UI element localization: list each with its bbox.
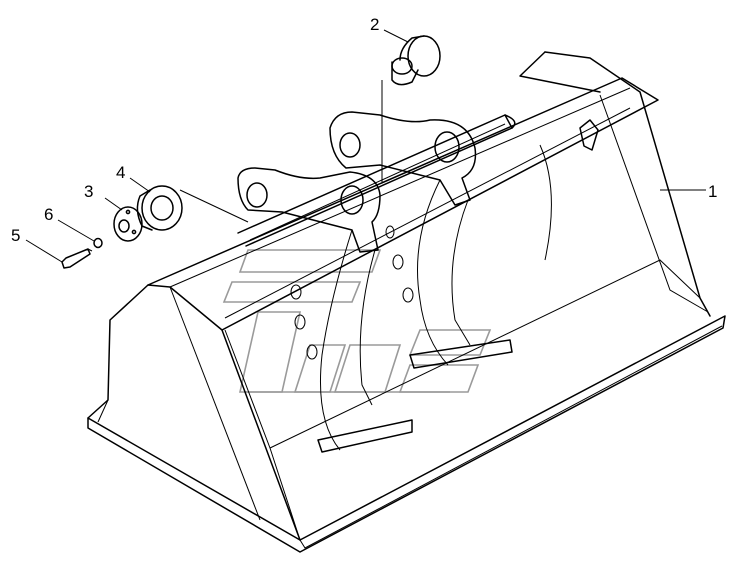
lockwasher-part-6	[93, 237, 103, 249]
watermark-logo	[222, 249, 492, 393]
leader-lines	[25, 29, 706, 263]
nut-part-4	[136, 185, 249, 231]
callout-5: 5	[11, 226, 20, 245]
cross-tube	[237, 114, 516, 247]
callout-3: 3	[84, 182, 93, 201]
callout-6: 6	[44, 205, 53, 224]
bracket-front	[237, 167, 413, 453]
callout-4: 4	[116, 163, 125, 182]
pin-part-2	[381, 35, 441, 182]
bucket-body	[87, 51, 726, 553]
washer-part-3	[113, 206, 143, 242]
bracket-rear	[290, 111, 513, 369]
callout-labels: 1 2 3 4 5 6	[11, 15, 717, 245]
callout-1: 1	[708, 182, 717, 201]
callout-2: 2	[370, 15, 379, 34]
bolt-part-5	[61, 248, 93, 269]
